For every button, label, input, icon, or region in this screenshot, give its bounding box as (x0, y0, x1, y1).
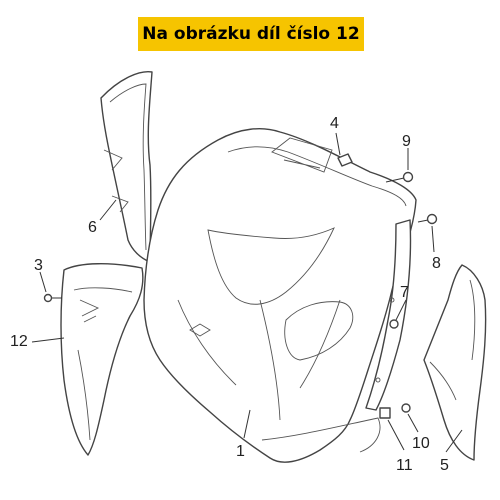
callout-5: 5 (440, 457, 449, 474)
part-5-right-panel (423, 264, 487, 461)
callout-1: 1 (236, 443, 245, 460)
callout-8: 8 (432, 255, 441, 272)
callout-10: 10 (412, 435, 430, 452)
callout-4: 4 (330, 115, 339, 132)
part-number-banner: Na obrázku díl číslo 12 (138, 17, 364, 51)
screw-8 (417, 213, 438, 225)
part-12-left-panel (60, 263, 144, 456)
screw-10 (401, 403, 411, 413)
callout-6: 6 (88, 219, 97, 236)
callout-9: 9 (402, 133, 411, 150)
leader-lines (31, 132, 463, 453)
part-6-left-trim (100, 71, 153, 263)
screw-7 (389, 319, 399, 329)
banner-text: Na obrázku díl číslo 12 (142, 24, 360, 44)
part-1-front-shield (143, 128, 417, 463)
callout-11: 11 (396, 457, 413, 474)
clip-11 (379, 407, 391, 419)
part-8-side-bracket (365, 219, 412, 411)
callout-3: 3 (34, 257, 43, 274)
clip-4 (337, 153, 353, 167)
callout-7: 7 (400, 284, 409, 301)
screw-9 (385, 171, 414, 183)
callout-12: 12 (10, 333, 28, 350)
screw-3 (43, 293, 62, 303)
